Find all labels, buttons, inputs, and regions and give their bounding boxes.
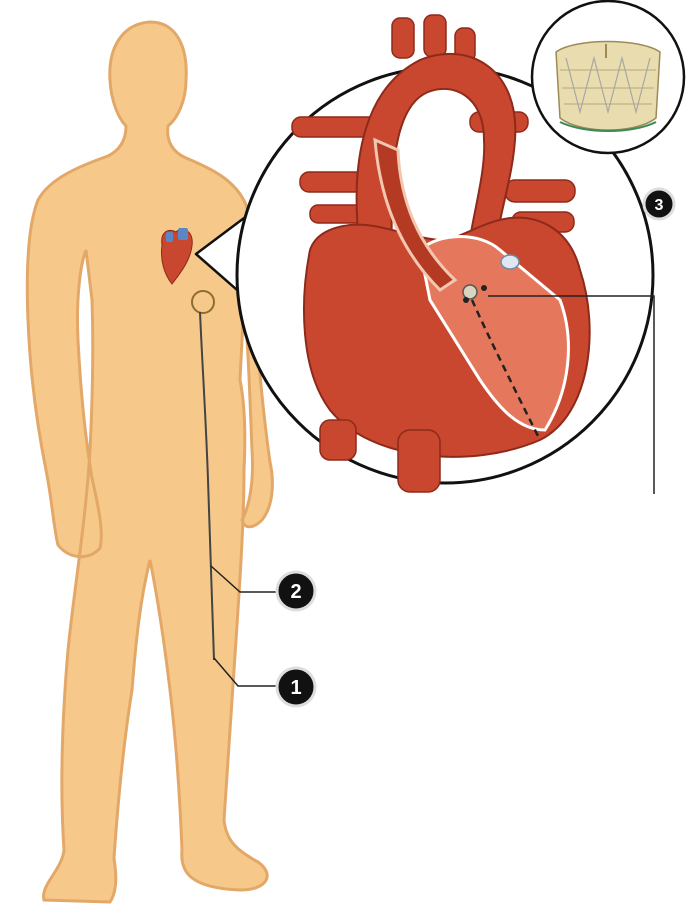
stent-valve-inset	[532, 1, 684, 153]
human-body-silhouette	[27, 22, 272, 902]
marker-2: 2	[277, 572, 315, 610]
marker-3: 3	[644, 189, 674, 219]
stent-valve-illustration	[556, 42, 660, 132]
marker-1: 1	[277, 668, 315, 706]
marker-3-label: 3	[655, 197, 664, 214]
marker-2-label: 2	[290, 581, 301, 603]
marker-1-label: 1	[290, 677, 301, 699]
